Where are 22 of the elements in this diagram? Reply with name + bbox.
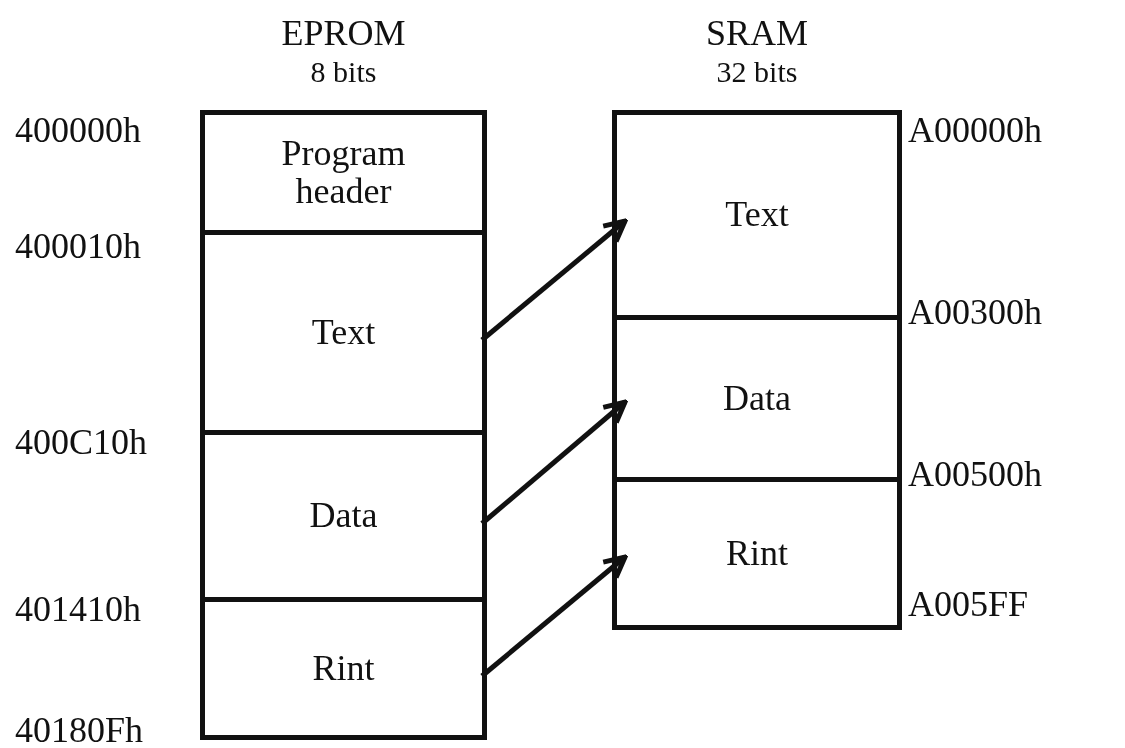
address-label: 400010h <box>15 228 141 264</box>
section-label: Rint <box>312 649 375 688</box>
section-label: Text <box>311 313 376 352</box>
memory-title: SRAM <box>704 15 809 51</box>
section-label: Text <box>725 196 789 234</box>
address-label: 40180Fh <box>15 712 144 748</box>
address-label: 400000h <box>15 112 141 148</box>
address-label: A00300h <box>908 294 1042 330</box>
section-label: Data <box>723 379 791 418</box>
section-label: Data <box>309 497 378 535</box>
bit-width-label: 32 bits <box>715 57 799 87</box>
address-label: 401410h <box>15 591 141 627</box>
address-label: A00500h <box>908 456 1042 492</box>
arrow <box>480 218 628 342</box>
section-label: Rint <box>726 534 788 573</box>
address-label: A005FF <box>908 586 1029 622</box>
memory-title: EPROM <box>280 15 407 51</box>
arrow <box>480 554 628 678</box>
address-label: A00000h <box>908 112 1042 148</box>
address-label: 400C10h <box>15 424 147 460</box>
bit-width-label: 8 bits <box>309 57 378 87</box>
section-label: Program header <box>280 134 407 211</box>
